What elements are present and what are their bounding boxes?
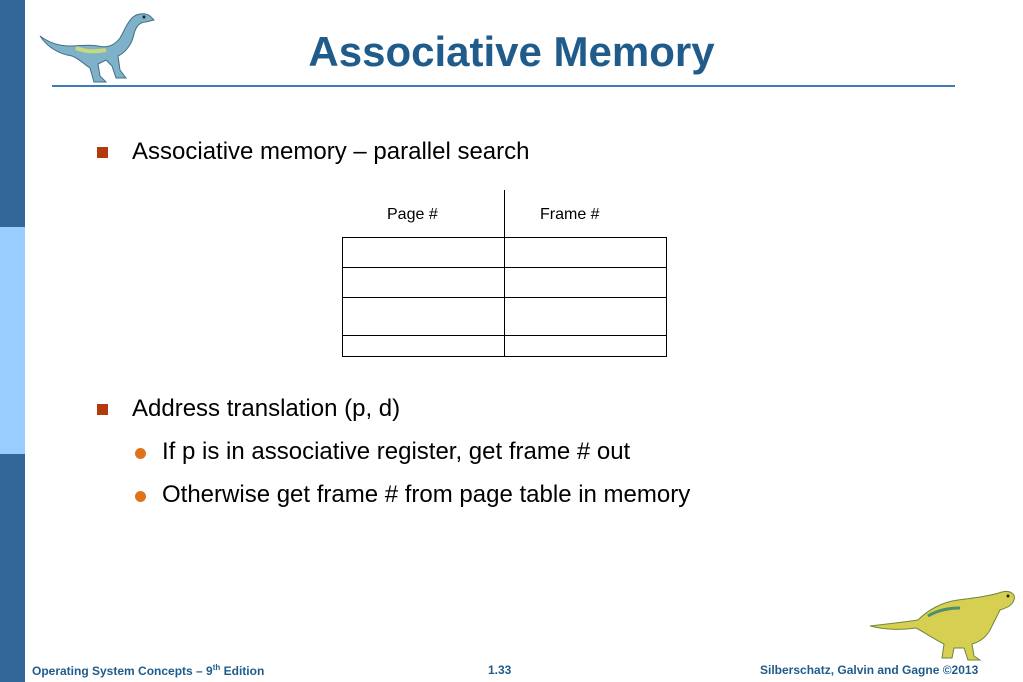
sidebar-segment-bottom <box>0 454 25 682</box>
table-cell <box>342 267 505 298</box>
sidebar-stripe <box>0 0 25 682</box>
column-divider <box>504 190 505 237</box>
column-header-frame: Frame # <box>540 206 600 223</box>
table-cell <box>342 237 505 268</box>
bullet-address-translation: Address translation (p, d) <box>132 395 401 422</box>
footer-copyright: Silberschatz, Galvin and Gagne ©2013 <box>760 663 979 677</box>
footer-title-superscript: th <box>212 663 221 672</box>
square-bullet-icon <box>97 404 108 415</box>
table-row <box>342 237 667 268</box>
sidebar-segment-middle <box>0 227 25 454</box>
column-header-page: Page # <box>387 206 438 223</box>
associative-memory-table <box>342 237 667 357</box>
table-row <box>342 297 667 336</box>
title-divider <box>52 85 955 87</box>
footer-course-title: Operating System Concepts – 9th Edition <box>32 663 264 678</box>
footer-title-prefix: Operating System Concepts – 9 <box>32 664 213 678</box>
square-bullet-icon <box>97 147 108 158</box>
table-cell <box>504 267 667 298</box>
slide-title: Associative Memory <box>308 28 715 75</box>
table-cell <box>342 335 505 357</box>
table-cell <box>504 237 667 268</box>
footer-page-number: 1.33 <box>488 663 512 677</box>
table-cell <box>504 335 667 357</box>
footer-title-suffix: Edition <box>220 664 265 678</box>
dinosaur-logo-top <box>39 13 155 83</box>
round-bullet-icon <box>135 491 146 502</box>
dinosaur-logo-bottom <box>869 591 1015 661</box>
table-row <box>342 335 667 357</box>
table-cell <box>504 297 667 336</box>
table-cell <box>342 297 505 336</box>
table-row <box>342 267 667 298</box>
sub-bullet-associative-register: If p is in associative register, get fra… <box>162 438 631 465</box>
round-bullet-icon <box>135 448 146 459</box>
sidebar-segment-top <box>0 0 25 227</box>
sub-bullet-page-table: Otherwise get frame # from page table in… <box>162 481 691 508</box>
bullet-parallel-search: Associative memory – parallel search <box>132 138 530 165</box>
